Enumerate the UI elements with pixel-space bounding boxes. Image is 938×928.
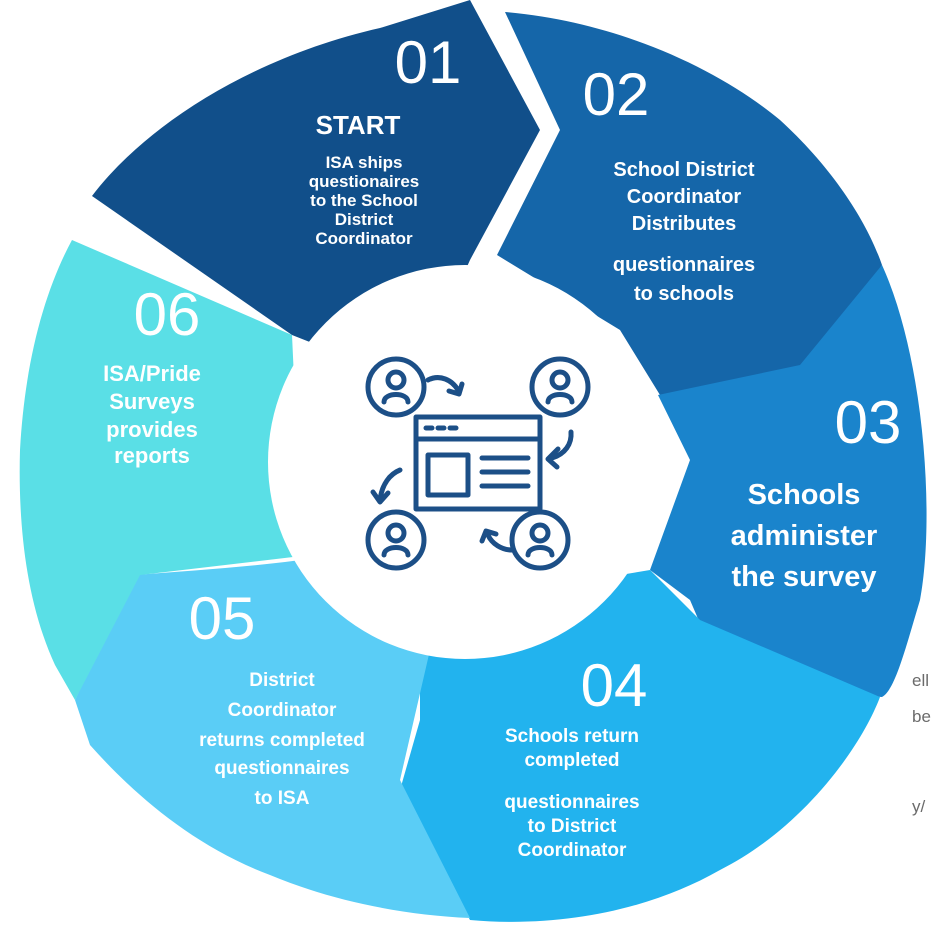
step-03-line-3: the survey: [731, 561, 876, 593]
step-04-line-3: questionnaires: [504, 792, 639, 813]
step-04-line-1: Schools return: [505, 726, 639, 747]
people-exchange-document-icon: [365, 356, 591, 571]
step-05-line-1: District: [249, 670, 315, 691]
step-06-line-3: provides: [106, 417, 198, 442]
step-03-number: 03: [835, 389, 902, 456]
step-06-segment: [19, 240, 310, 700]
step-02-line-2: Coordinator: [627, 186, 742, 208]
step-02-line-5: to schools: [634, 283, 734, 305]
step-04-line-2: completed: [524, 750, 619, 771]
step-05-number: 05: [189, 585, 256, 652]
step-02-number: 02: [583, 61, 650, 128]
step-01-line-2: questionaires: [309, 172, 420, 191]
arrow-left-icon: [370, 467, 403, 505]
step-05-segment: [75, 555, 470, 918]
arrow-top-icon: [425, 375, 465, 397]
step-05-line-2: Coordinator: [228, 700, 337, 721]
arrow-right-icon: [545, 429, 574, 470]
side-fragment-1: ell: [912, 671, 929, 690]
step-02-segment: [497, 12, 882, 395]
step-04-segment: [400, 570, 880, 922]
step-01-line-4: District: [335, 210, 394, 229]
step-03-segment: [650, 265, 927, 697]
step-05-line-3: returns completed: [199, 730, 365, 751]
step-06-line-1: ISA/Pride: [103, 361, 201, 386]
step-01-line-1: ISA ships: [326, 153, 403, 172]
step-02-line-4: questionnaires: [613, 254, 755, 276]
arrow-bottom-icon: [479, 528, 515, 553]
step-04-line-4: to District: [528, 816, 617, 837]
center-circle: [268, 265, 662, 659]
step-03-line-2: administer: [731, 520, 878, 552]
step-03-line-1: Schools: [748, 479, 861, 511]
step-01-segment: [92, 0, 540, 350]
step-06-line-4: reports: [114, 443, 190, 468]
step-01-number: 01: [395, 29, 462, 96]
person-top-left-icon: [365, 356, 427, 418]
step-02-line-3: Distributes: [632, 213, 736, 235]
step-06-number: 06: [134, 281, 201, 348]
step-05-line-5: to ISA: [255, 788, 310, 809]
side-fragment-3: y/: [912, 797, 926, 816]
step-04-line-5: Coordinator: [518, 840, 627, 861]
document-window-icon: [413, 414, 543, 512]
side-fragment-2: be: [912, 707, 931, 726]
step-01-line-5: Coordinator: [315, 229, 413, 248]
step-01-line-3: to the School: [310, 191, 418, 210]
step-06-line-2: Surveys: [109, 389, 195, 414]
person-bottom-right-icon: [509, 509, 571, 571]
person-top-right-icon: [529, 356, 591, 418]
step-02-line-1: School District: [613, 159, 754, 181]
step-04-number: 04: [581, 652, 648, 719]
step-05-line-4: questionnaires: [214, 758, 349, 779]
person-bottom-left-icon: [365, 509, 427, 571]
step-01-title: START: [316, 110, 401, 140]
